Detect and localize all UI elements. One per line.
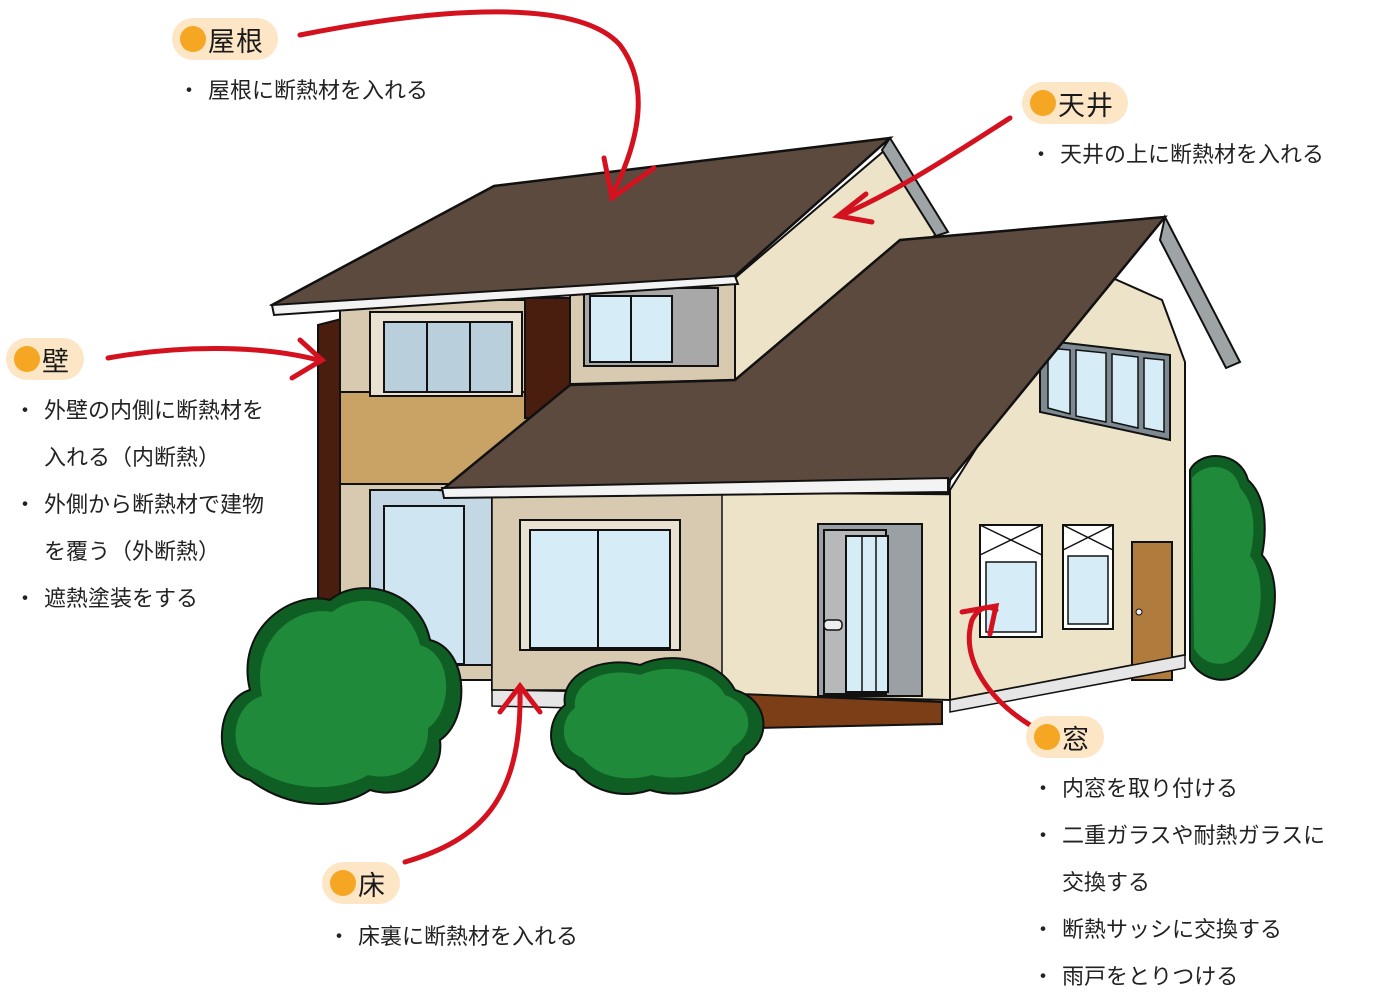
label-kabe: 壁 [6, 338, 84, 380]
label-tenjo: 天井 [1022, 82, 1128, 124]
upper-left-window-glass [383, 321, 513, 393]
upper-roof-edge [270, 274, 740, 317]
arrow-mado [959, 602, 1033, 728]
list-item: 断熱サッシに交換する [1032, 907, 1325, 954]
tree-right [1189, 455, 1276, 681]
list-item: 内窓を取り付ける [1032, 766, 1325, 813]
label-kabe-text: 壁 [42, 346, 70, 378]
yuka-list: 床裏に断熱材を入れる [328, 914, 578, 961]
list-item: 外壁の内側に断熱材を 入れる（内断熱） [14, 388, 264, 482]
list-item: 二重ガラスや耐熱ガラスに 交換する [1032, 813, 1325, 907]
label-tenjo-text: 天井 [1058, 90, 1114, 122]
badge-dot-icon [180, 26, 206, 52]
lower-roof-edge [440, 476, 949, 500]
kabe-list: 外壁の内側に断熱材を 入れる（内断熱） 外側から断熱材で建物 を覆う（外断熱） … [14, 388, 264, 623]
tree-left-top [235, 600, 447, 788]
arrow-kabe [105, 337, 327, 381]
label-mado-text: 窓 [1062, 724, 1090, 756]
list-item: 雨戸をとりつける [1032, 954, 1325, 1001]
badge-dot-icon [330, 870, 356, 896]
label-yane: 屋根 [172, 18, 278, 60]
arrow-tenjo [832, 115, 1013, 225]
tenjo-list: 天井の上に断熱材を入れる [1030, 132, 1324, 179]
badge-dot-icon [1030, 90, 1056, 116]
list-item: 外側から断熱材で建物 を覆う（外断熱） [14, 482, 264, 576]
arrow-yane [297, 9, 657, 203]
mado-list: 内窓を取り付ける 二重ガラスや耐熱ガラスに 交換する 断熱サッシに交換する 雨戸… [1032, 766, 1325, 1001]
label-mado: 窓 [1026, 716, 1104, 758]
badge-dot-icon [14, 346, 40, 372]
yane-list: 屋根に断熱材を入れる [178, 68, 428, 115]
list-item: 天井の上に断熱材を入れる [1030, 132, 1324, 179]
right-foundation [949, 654, 1186, 713]
arrow-yuka [402, 681, 543, 865]
label-yuka: 床 [322, 862, 400, 904]
lower-roof-side-edge [1158, 214, 1242, 370]
list-item: 遮熱塗装をする [14, 576, 264, 623]
label-yuka-text: 床 [358, 870, 386, 902]
label-yane-text: 屋根 [208, 26, 264, 58]
tree-middle [550, 657, 765, 795]
list-item: 床裏に断熱材を入れる [328, 914, 578, 961]
badge-dot-icon [1034, 724, 1060, 750]
list-item: 屋根に断熱材を入れる [178, 68, 428, 115]
front-window-glass [529, 529, 671, 649]
